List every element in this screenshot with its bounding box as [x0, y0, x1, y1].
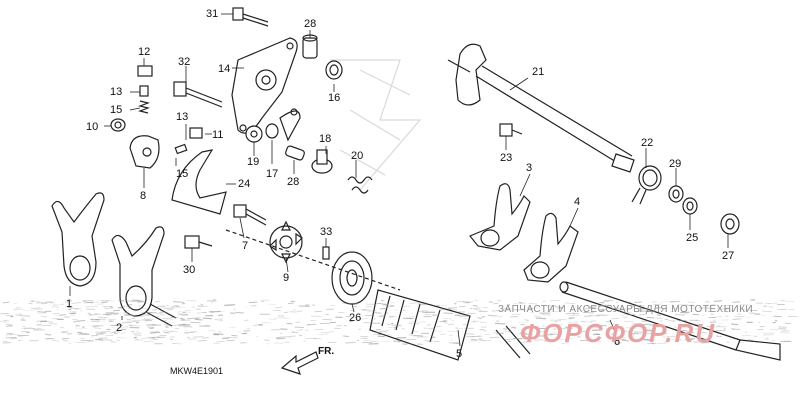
callout-label: 25: [686, 232, 698, 244]
callout-label: 5: [456, 348, 462, 360]
callout-label: 13: [110, 86, 122, 98]
callout-label: 23: [500, 152, 512, 164]
callout-label: 26: [349, 312, 361, 324]
gear-9: [270, 222, 302, 262]
shift-shaft-21: [448, 44, 634, 172]
callout-label: 7: [242, 240, 248, 252]
callout-label: 29: [669, 158, 681, 170]
callout-label: 4: [574, 196, 580, 208]
callout-label: 33: [320, 226, 332, 238]
callout-label: 22: [641, 137, 653, 149]
pin-28: [285, 145, 305, 161]
callout-label: 31: [206, 8, 218, 20]
small-parts-12-13-15: [111, 66, 152, 131]
sleeve-28: [303, 35, 317, 58]
callout-label: 14: [218, 63, 230, 75]
shift-fork-2: [112, 227, 176, 326]
callout-label: 10: [86, 121, 98, 133]
direction-label: FR.: [318, 346, 334, 357]
collar-16: [326, 61, 342, 79]
pin-7: [234, 205, 266, 225]
callout-label: 28: [304, 18, 316, 30]
callout-label: 24: [238, 178, 250, 190]
callout-label: 19: [247, 156, 259, 168]
callout-label: 12: [138, 46, 150, 58]
washers-25-27-29: [669, 186, 739, 234]
pin-33: [323, 247, 329, 259]
background-logo: [330, 60, 420, 190]
shift-arm-18: [312, 150, 332, 173]
bolt-32: [174, 82, 222, 107]
spring-plate-24: [172, 150, 226, 214]
callout-label: 21: [532, 66, 544, 78]
callout-label: 2: [116, 322, 122, 334]
watermark-logo: ФОРСФОР.RU: [520, 318, 716, 349]
shift-fork-4: [524, 213, 578, 282]
callout-label: 20: [351, 150, 363, 162]
callout-label: 17: [266, 168, 278, 180]
drawing-code: MKW4E1901: [170, 366, 223, 376]
callout-label: 9: [283, 272, 289, 284]
pin-11: [190, 128, 202, 138]
callout-label: 30: [183, 264, 195, 276]
shift-fork-1: [52, 193, 104, 286]
callout-label: 15: [110, 104, 122, 116]
callout-label: 3: [526, 162, 532, 174]
callout-label: 11: [212, 129, 223, 141]
callout-label: 8: [140, 190, 146, 202]
callout-label: 28: [287, 176, 299, 188]
callout-label: 1: [66, 298, 72, 310]
bolt-23: [500, 124, 522, 136]
callout-label: 16: [328, 92, 340, 104]
return-spring-22: [632, 166, 661, 204]
callout-label: 32: [178, 56, 190, 68]
watermark-text: ЗАПЧАСТИ И АКСЕССУАРЫ ДЛЯ МОТОТЕХНИКИ: [498, 304, 753, 315]
bolt-30: [185, 236, 212, 248]
front-direction-arrow: [282, 352, 318, 374]
shift-drum-cam-8: [130, 136, 187, 168]
callout-label: 15: [176, 168, 188, 180]
bolt-31: [233, 8, 268, 26]
callout-label: 27: [722, 250, 734, 262]
callout-label: 18: [319, 133, 331, 145]
callout-label: 13: [176, 111, 188, 123]
